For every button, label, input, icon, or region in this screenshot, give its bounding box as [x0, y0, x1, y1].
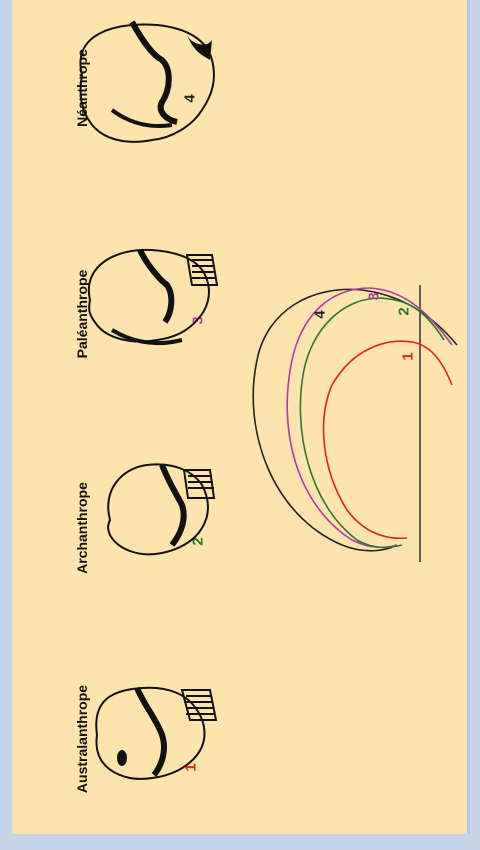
skull-archanthrope: [108, 464, 214, 554]
skull-neanthrope: [80, 22, 214, 142]
outline-2: [300, 298, 444, 547]
outline-number-1: 1: [400, 352, 417, 360]
skulls-drawing: [12, 0, 470, 834]
outline-number-4: 4: [312, 310, 329, 318]
outline-1: [324, 341, 452, 538]
illustration-panel: Néanthrope Paléanthrope Archanthrope Aus…: [12, 0, 470, 834]
outline-3: [287, 288, 452, 547]
outline-4: [253, 289, 457, 550]
outline-number-3: 3: [366, 292, 383, 300]
cranial-comparison: [253, 285, 457, 562]
outline-number-2: 2: [396, 307, 413, 315]
skull-australanthrope: [96, 688, 216, 779]
skull-paleanthrope: [89, 250, 217, 343]
